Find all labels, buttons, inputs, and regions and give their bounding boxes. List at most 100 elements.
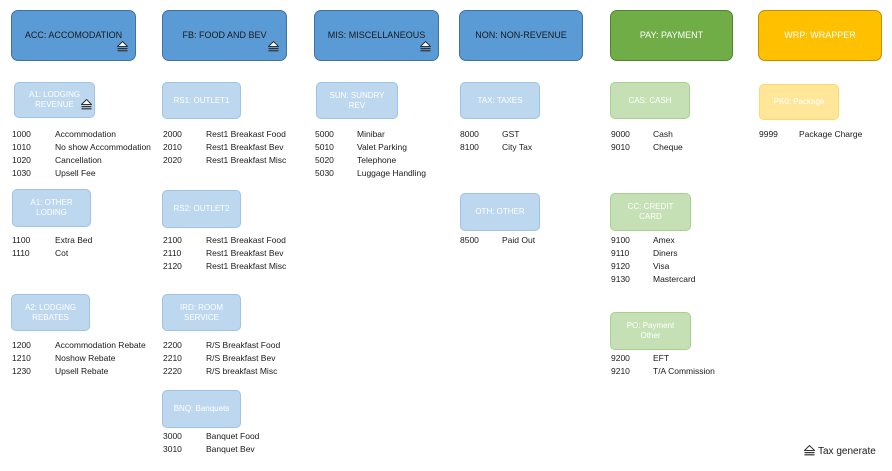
transaction-code: 2220	[163, 366, 182, 377]
transaction-code: 5020	[315, 155, 334, 166]
subgroup-box-rs2: RS2: OUTLET2	[162, 190, 241, 228]
transaction-code-name: City Tax	[502, 142, 533, 153]
transaction-code: 1030	[12, 168, 31, 179]
transaction-code-row: 9210 T/A Commission	[611, 365, 715, 378]
transaction-code: 2100	[163, 235, 182, 245]
group-label: WRP: WRAPPER	[784, 30, 856, 40]
transaction-code: 5000	[315, 129, 334, 139]
transaction-code-name: Accommodation Rebate	[55, 340, 146, 350]
group-box-fb: FB: FOOD AND BEV	[162, 10, 287, 61]
transaction-code: 2110	[163, 248, 182, 259]
group-box-acc: ACC: ACCOMODATION	[11, 10, 136, 61]
subgroup-box-po: PO: Payment Other	[610, 312, 691, 350]
transaction-code-row: 5010 Valet Parking	[315, 141, 426, 154]
transaction-code: 9120	[611, 261, 630, 272]
transaction-code: 8500	[460, 235, 479, 245]
transaction-code: 5030	[315, 168, 334, 179]
transaction-code-name: Telephone	[357, 155, 397, 166]
transaction-code: 2000	[163, 129, 182, 139]
transaction-code: 9999	[759, 129, 778, 139]
transaction-code-name: Visa	[653, 261, 670, 272]
transaction-code-name: Upsell Rebate	[55, 366, 109, 377]
subgroup-box-cc: CC: CREDIT CARD	[610, 193, 691, 231]
transaction-code: 9200	[611, 353, 630, 363]
transaction-code-name: Rest1 Breakfast Misc	[206, 155, 287, 166]
transaction-code-name: Banquet Food	[206, 431, 260, 441]
transaction-code: 1020	[12, 155, 31, 166]
transaction-code-name: Rest1 Breakfast Misc	[206, 261, 287, 272]
transaction-code-name: Cash	[653, 129, 673, 139]
transaction-code-name: R/S breakfast Misc	[206, 366, 278, 377]
transaction-code-name: Extra Bed	[55, 235, 93, 245]
transaction-code: 9210	[611, 366, 630, 377]
transaction-code-name: Valet Parking	[357, 142, 407, 153]
transaction-code: 2200	[163, 340, 182, 350]
transaction-code-row: 9999 Package Charge	[759, 128, 862, 141]
subgroup-label: CAS: CASH	[628, 95, 672, 105]
transaction-code-name: Package Charge	[799, 129, 863, 139]
group-label: NON: NON-REVENUE	[475, 30, 567, 40]
tax-generate-icon	[117, 41, 128, 52]
subgroup-box-bnq: BNQ: Banquets	[162, 390, 241, 428]
transaction-code: 1210	[12, 353, 31, 364]
group-label: MIS: MISCELLANEOUS	[327, 30, 426, 40]
subgroup-box-a2: A2: LODGING REBATES	[11, 294, 90, 331]
subgroup-box-rs1: RS1: OUTLET1	[162, 82, 241, 119]
transaction-code-name: Luggage Handling	[357, 168, 427, 179]
subgroup-box-pk0: PK0: Package	[759, 84, 839, 120]
subgroup-box-tax: TAX: TAXES	[460, 82, 540, 119]
subgroup-box-oth: OTH: OTHER	[460, 193, 540, 231]
transaction-code-name: GST	[502, 129, 520, 139]
subgroup-label: A1: LODGING REVENUE	[28, 90, 81, 109]
transaction-code: 9100	[611, 235, 630, 245]
transaction-code: 2010	[163, 142, 182, 153]
transaction-code: 1110	[12, 248, 30, 259]
subgroup-label: RS1: OUTLET1	[173, 95, 230, 105]
subgroup-label: PK0: Package	[773, 97, 825, 106]
group-label: ACC: ACCOMODATION	[24, 30, 123, 40]
transaction-code: 1010	[12, 142, 31, 153]
group-box-non: NON: NON-REVENUE	[459, 10, 583, 61]
group-label: FB: FOOD AND BEV	[182, 30, 267, 40]
subgroup-box-a1-other: A1: OTHER LODING	[12, 189, 91, 227]
transaction-code: 9110	[611, 248, 630, 259]
transaction-code-name: Mastercard	[653, 274, 696, 285]
transaction-code: 5010	[315, 142, 334, 153]
transaction-code-name: Banquet Bev	[206, 444, 255, 455]
transaction-code-name: T/A Commission	[653, 366, 715, 377]
transaction-code-list-pk0: 9999 Package Charge	[759, 128, 862, 141]
group-label: PAY: PAYMENT	[639, 30, 704, 40]
legend: Tax generate	[804, 442, 876, 460]
transaction-code-name: Rest1 Breakfast Bev	[206, 248, 284, 259]
subgroup-label: A1: OTHER LODING	[30, 198, 73, 217]
transaction-code-name: Noshow Rebate	[55, 353, 116, 364]
